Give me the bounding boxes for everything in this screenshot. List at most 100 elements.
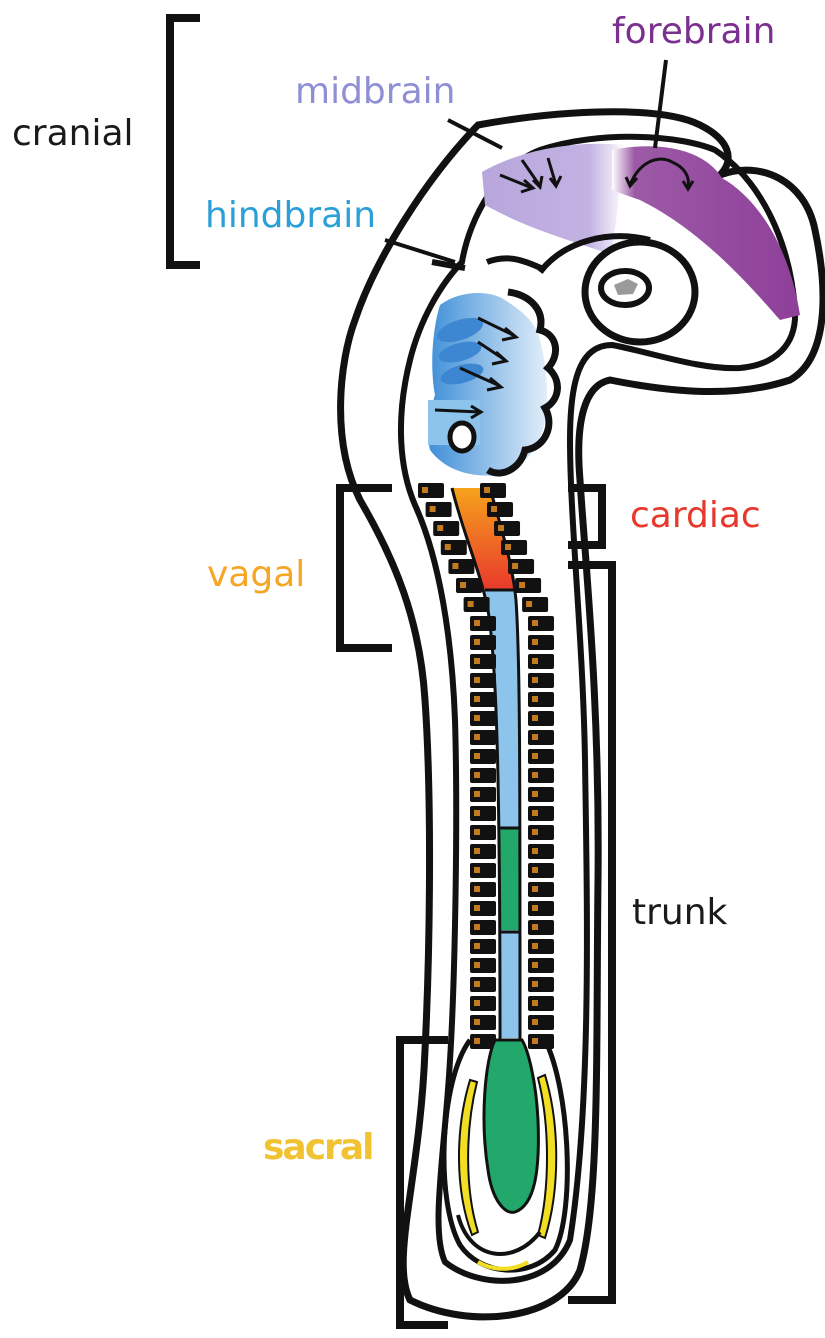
somite-left-core: [474, 639, 480, 645]
somite-left-core: [474, 658, 480, 664]
label-cranial: cranial: [12, 116, 134, 152]
otic-vesicle: [450, 423, 474, 451]
somite-right: [528, 825, 554, 840]
cranial-bracket: [170, 18, 200, 265]
somite-right: [528, 768, 554, 783]
somite-left: [470, 863, 496, 878]
somite-right-core: [532, 886, 538, 892]
somite-left: [470, 616, 496, 631]
somite-left: [470, 1015, 496, 1030]
somite-right: [501, 540, 527, 555]
somite-left-core: [474, 924, 480, 930]
somite-left: [470, 825, 496, 840]
somite-right-core: [532, 620, 538, 626]
sacral-yellow-right: [538, 1075, 556, 1238]
somite-right-core: [491, 506, 497, 512]
somite-right: [528, 692, 554, 707]
somite-left: [448, 559, 474, 574]
somite-left-core: [474, 943, 480, 949]
label-cardiac: cardiac: [630, 498, 761, 534]
somite-right-core: [532, 943, 538, 949]
somite-left: [470, 996, 496, 1011]
somite-right-core: [532, 962, 538, 968]
somite-right-core: [505, 544, 511, 550]
somite-left: [433, 521, 459, 536]
somite-left-core: [437, 525, 443, 531]
somite-left: [470, 882, 496, 897]
somite-right: [487, 502, 513, 517]
somite-left-core: [474, 715, 480, 721]
label-sacral: sacral: [263, 1130, 372, 1166]
neural-tube-trunk-green1: [500, 828, 520, 932]
somite-right: [528, 635, 554, 650]
somite-left: [470, 939, 496, 954]
somite-right-core: [532, 658, 538, 664]
somite-left-core: [474, 981, 480, 987]
somite-right: [515, 578, 541, 593]
somite-left-core: [474, 905, 480, 911]
somite-left: [470, 654, 496, 669]
somite-right-core: [532, 772, 538, 778]
somite-right-core: [532, 924, 538, 930]
somite-left: [470, 787, 496, 802]
hindbrain-pointer: [385, 240, 455, 262]
somite-right-core: [532, 905, 538, 911]
somite-left: [464, 597, 490, 612]
somite-right: [528, 749, 554, 764]
somite-left-core: [474, 867, 480, 873]
somite-right: [528, 901, 554, 916]
somite-right: [528, 996, 554, 1011]
somite-right: [508, 559, 534, 574]
somite-right: [528, 711, 554, 726]
somite-right-core: [532, 734, 538, 740]
label-midbrain: midbrain: [295, 74, 455, 110]
somite-right-core: [532, 981, 538, 987]
label-trunk: trunk: [632, 895, 727, 931]
somite-right: [528, 673, 554, 688]
somite-left: [470, 844, 496, 859]
somite-left: [470, 958, 496, 973]
neural-tube-trunk-lower: [500, 930, 520, 1038]
somite-left-core: [474, 962, 480, 968]
sacral-yellow-left: [459, 1080, 478, 1235]
somite-right-core: [532, 791, 538, 797]
somite-right-core: [532, 867, 538, 873]
somite-right: [522, 597, 548, 612]
somite-left-core: [474, 772, 480, 778]
somite-right: [528, 654, 554, 669]
somite-left-core: [474, 1000, 480, 1006]
somite-left-core: [474, 829, 480, 835]
somite-right: [528, 939, 554, 954]
somite-left: [418, 483, 444, 498]
somite-left-core: [468, 601, 474, 607]
somite-right-core: [532, 715, 538, 721]
somite-right: [480, 483, 506, 498]
somite-left-core: [474, 848, 480, 854]
somite-left: [470, 673, 496, 688]
somite-left: [470, 692, 496, 707]
somite-left-core: [474, 1038, 480, 1044]
somite-right: [528, 958, 554, 973]
somite-left-core: [474, 1019, 480, 1025]
somite-left-core: [474, 791, 480, 797]
somite-right-core: [498, 525, 504, 531]
somite-right-core: [484, 487, 490, 493]
somite-right: [528, 882, 554, 897]
label-hindbrain: hindbrain: [205, 198, 376, 234]
somite-left-core: [474, 810, 480, 816]
somite-right: [528, 787, 554, 802]
somite-right: [528, 1015, 554, 1030]
somite-left: [470, 768, 496, 783]
somite-right-core: [532, 677, 538, 683]
somite-left-core: [474, 753, 480, 759]
somite-left-core: [474, 696, 480, 702]
somite-right-core: [532, 848, 538, 854]
somite-left: [470, 806, 496, 821]
somite-right-core: [532, 696, 538, 702]
somite-right: [528, 616, 554, 631]
somite-left-core: [474, 734, 480, 740]
somite-right: [528, 920, 554, 935]
somite-left: [470, 711, 496, 726]
